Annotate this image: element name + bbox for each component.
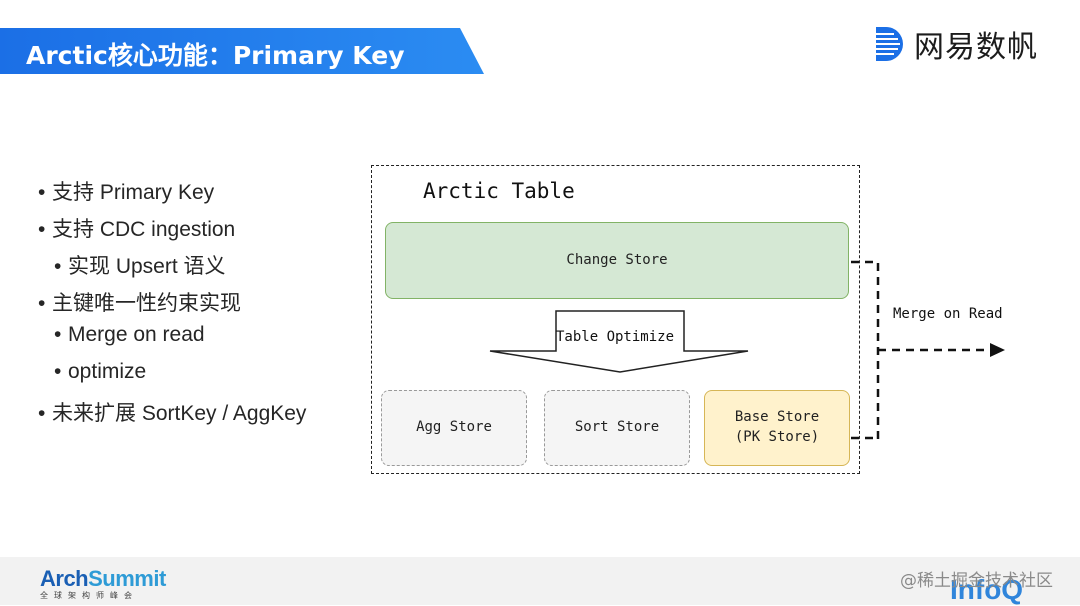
bullet-item: •optimize	[54, 360, 147, 383]
arch-logo-part1: Arch	[40, 566, 89, 591]
archsummit-subtitle: 全球架构师峰会	[40, 591, 138, 600]
base-store-box: Base Store (PK Store)	[704, 390, 850, 466]
bullet-item: •主键唯一性约束实现	[38, 292, 241, 315]
brand-logo: 网易数帆	[872, 22, 1038, 66]
change-store-connector	[851, 260, 880, 440]
bullet-item: •支持 Primary Key	[38, 181, 215, 204]
page-title: Arctic核心功能：Primary Key	[26, 41, 405, 70]
bullet-item: •Merge on read	[54, 323, 205, 346]
arctic-table-label: Arctic Table	[423, 179, 575, 203]
bullet-item: •实现 Upsert 语义	[54, 255, 226, 278]
table-optimize-label: Table Optimize	[556, 329, 675, 345]
watermark-text: @稀土掘金技术社区	[900, 571, 1053, 591]
merge-arrowhead-icon	[990, 343, 1005, 357]
agg-store-box: Agg Store	[381, 390, 527, 466]
optimize-arrow	[489, 310, 749, 373]
arctic-table-container	[371, 165, 860, 474]
sort-store-box: Sort Store	[544, 390, 690, 466]
merge-on-read-label: Merge on Read	[893, 306, 1003, 322]
arch-logo-part2: Summit	[88, 566, 166, 591]
title-banner	[0, 28, 484, 74]
archsummit-logo: ArchSummit 全球架构师峰会	[40, 566, 166, 601]
pk-store-label: (PK Store)	[734, 429, 820, 445]
base-store-label: Base Store	[734, 409, 820, 426]
bullet-item: •支持 CDC ingestion	[38, 218, 236, 241]
footer-bar	[0, 557, 1080, 605]
change-store-box: Change Store	[385, 222, 849, 299]
bullet-item: •未来扩展 SortKey / AggKey	[38, 402, 307, 425]
brand-name: 网易数帆	[914, 30, 1038, 65]
netease-shufan-logo-icon	[874, 27, 903, 61]
infoq-logo: InfoQ	[950, 574, 1024, 605]
arctic-table-diagram: Arctic Table Change Store Agg Store Sort…	[371, 165, 860, 474]
